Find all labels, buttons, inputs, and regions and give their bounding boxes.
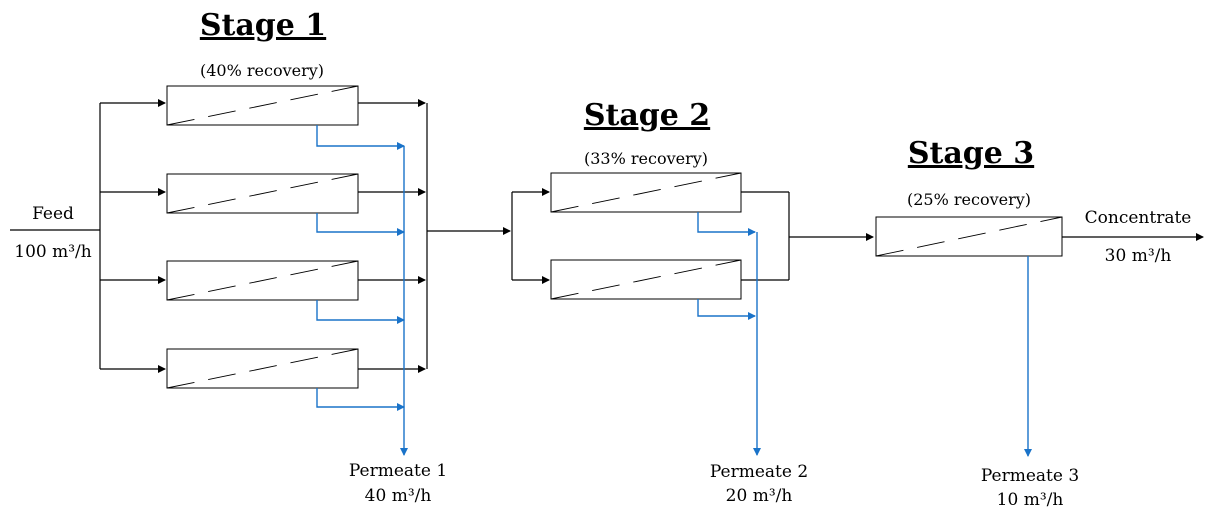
stage-1-inlet-manifold xyxy=(99,99,166,373)
feed-label: Feed xyxy=(32,204,74,224)
permeate-3-label: Permeate 3 xyxy=(981,466,1079,486)
stage-2-permeate-lines xyxy=(697,212,761,456)
stage-1-permeate-lines xyxy=(316,125,408,456)
stage-1-title: Stage 1 xyxy=(200,8,326,43)
stage-2-module-2 xyxy=(550,259,742,300)
stage-1-recovery: (40% recovery) xyxy=(200,61,324,80)
feed-flow: 100 m³/h xyxy=(14,242,92,262)
concentrate-label: Concentrate xyxy=(1085,208,1192,228)
stage-3-recovery: (25% recovery) xyxy=(907,190,1031,209)
permeate-3-flow: 10 m³/h xyxy=(997,490,1064,510)
stage-1-module-1 xyxy=(166,85,359,126)
stage-2-recovery: (33% recovery) xyxy=(584,149,708,168)
stage-1-module-4 xyxy=(166,348,359,389)
stage-1-module-3 xyxy=(166,260,359,301)
stage-2-module-1 xyxy=(550,172,742,213)
permeate-1-flow: 40 m³/h xyxy=(365,486,432,506)
stage-1-concentrate-collector xyxy=(358,99,511,373)
permeate-2-label: Permeate 2 xyxy=(710,462,808,482)
permeate-1-label: Permeate 1 xyxy=(349,461,447,481)
stage-3-title: Stage 3 xyxy=(908,136,1034,171)
concentrate-flow: 30 m³/h xyxy=(1105,246,1172,266)
stage-3-module xyxy=(875,216,1063,257)
stage-1-module-2 xyxy=(166,173,359,214)
stage-2-title: Stage 2 xyxy=(584,98,710,133)
stage-2-inlet-manifold xyxy=(511,188,550,284)
permeate-2-flow: 20 m³/h xyxy=(726,486,793,506)
stage-2-concentrate-collector xyxy=(741,191,874,281)
